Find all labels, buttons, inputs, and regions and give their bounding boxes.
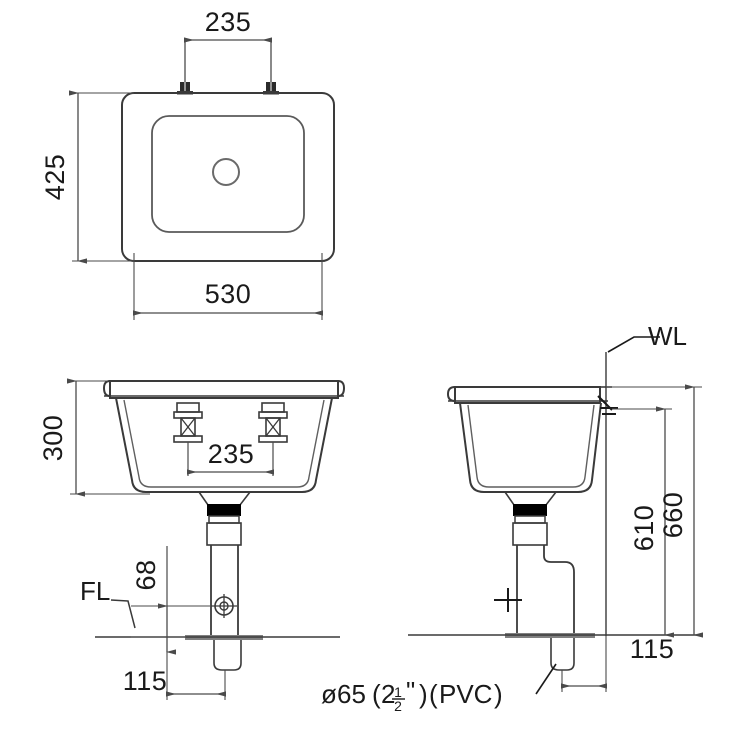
side-drain-funnel bbox=[504, 491, 557, 506]
side-drain-coupling bbox=[512, 522, 548, 546]
top-depth-value: 425 bbox=[40, 154, 70, 201]
side-water-level-height-value: 610 bbox=[629, 505, 659, 552]
drain-pipe-paren-open: ( bbox=[372, 679, 381, 709]
drain-pipe-inch-whole: 2 bbox=[381, 679, 395, 709]
drain-pipe-material-paren-close: ) bbox=[494, 679, 503, 709]
side-trap-offset-wall bbox=[543, 545, 575, 636]
front-faucet-fixture-left bbox=[173, 402, 203, 443]
side-view-bowl-outer bbox=[459, 402, 602, 493]
drain-pipe-callout-leader bbox=[535, 663, 557, 695]
side-below-floor-stub bbox=[550, 638, 575, 671]
front-below-floor-trap bbox=[213, 640, 242, 671]
drain-pipe-paren-close: ) bbox=[419, 679, 428, 709]
side-water-level-label: WL bbox=[648, 321, 687, 351]
front-height-value: 300 bbox=[38, 415, 68, 462]
front-view-group: 235 300 bbox=[38, 378, 346, 700]
side-view-bowl-inner bbox=[467, 404, 595, 488]
front-drain-gasket bbox=[207, 504, 241, 516]
front-floor-level-label-group: FL bbox=[80, 576, 136, 629]
drain-pipe-annotation: ø 65 ( 2 1 2 " ) ( PVC ) bbox=[321, 676, 503, 714]
side-water-level-height-dimension: 610 bbox=[612, 406, 674, 638]
drain-pipe-diameter-value: 65 bbox=[337, 679, 366, 709]
front-trap-offset-dimension: 68 bbox=[131, 546, 210, 655]
side-center-cross-marker bbox=[494, 588, 522, 612]
top-view-group: 235 425 bbox=[40, 7, 335, 320]
top-width-dimension: 530 bbox=[133, 253, 323, 320]
side-view-group: WL 610 bbox=[408, 321, 703, 695]
side-floor-offset-dimension: 115 bbox=[561, 634, 675, 692]
top-depth-dimension: 425 bbox=[40, 90, 134, 264]
front-view-bowl-inner bbox=[123, 399, 325, 488]
front-height-dimension: 300 bbox=[38, 378, 150, 497]
side-water-level-marker: WL bbox=[597, 321, 687, 636]
drain-pipe-inch-denominator: 2 bbox=[394, 698, 402, 714]
top-width-value: 530 bbox=[205, 279, 252, 309]
top-view-outer-rim bbox=[121, 92, 335, 262]
front-drain-coupling bbox=[206, 522, 242, 546]
front-view-rim bbox=[109, 380, 339, 399]
drain-pipe-material: PVC bbox=[439, 679, 492, 709]
front-floor-offset-value: 115 bbox=[123, 666, 168, 696]
front-faucet-fixture-right bbox=[258, 402, 288, 443]
side-drain-gasket bbox=[513, 504, 547, 516]
drain-pipe-inch-numerator: 1 bbox=[394, 684, 402, 700]
side-floor-offset-value: 115 bbox=[630, 634, 675, 664]
front-view-bowl-outer bbox=[115, 397, 333, 493]
front-drain-coupling-upper bbox=[208, 515, 240, 524]
top-view-inner-bowl bbox=[151, 115, 305, 233]
front-trap-offset-value: 68 bbox=[131, 559, 161, 590]
drain-pipe-inch-mark: " bbox=[406, 676, 415, 706]
top-tap-spacing-value: 235 bbox=[205, 7, 252, 37]
side-drain-coupling-upper bbox=[514, 515, 546, 524]
front-floor-level-leader bbox=[110, 599, 136, 629]
side-water-level-leader bbox=[607, 336, 660, 353]
top-view-drain-hole bbox=[212, 158, 240, 186]
side-view-rim-left-cap bbox=[446, 386, 456, 402]
drain-pipe-material-paren-open: ( bbox=[429, 679, 438, 709]
front-cleanout-plug bbox=[211, 594, 237, 618]
front-drain-funnel bbox=[198, 491, 251, 506]
side-overall-height-dimension: 660 bbox=[606, 384, 703, 638]
top-tap-spacing-dimension: 235 bbox=[184, 7, 272, 88]
front-tap-spacing-dimension: 235 bbox=[187, 439, 274, 476]
side-overall-height-value: 660 bbox=[658, 492, 688, 539]
drain-pipe-diameter-symbol: ø bbox=[321, 679, 337, 709]
front-floor-offset-dimension: 115 bbox=[123, 652, 226, 700]
front-floor-level-label: FL bbox=[80, 576, 110, 606]
front-tap-spacing-value: 235 bbox=[208, 439, 255, 469]
